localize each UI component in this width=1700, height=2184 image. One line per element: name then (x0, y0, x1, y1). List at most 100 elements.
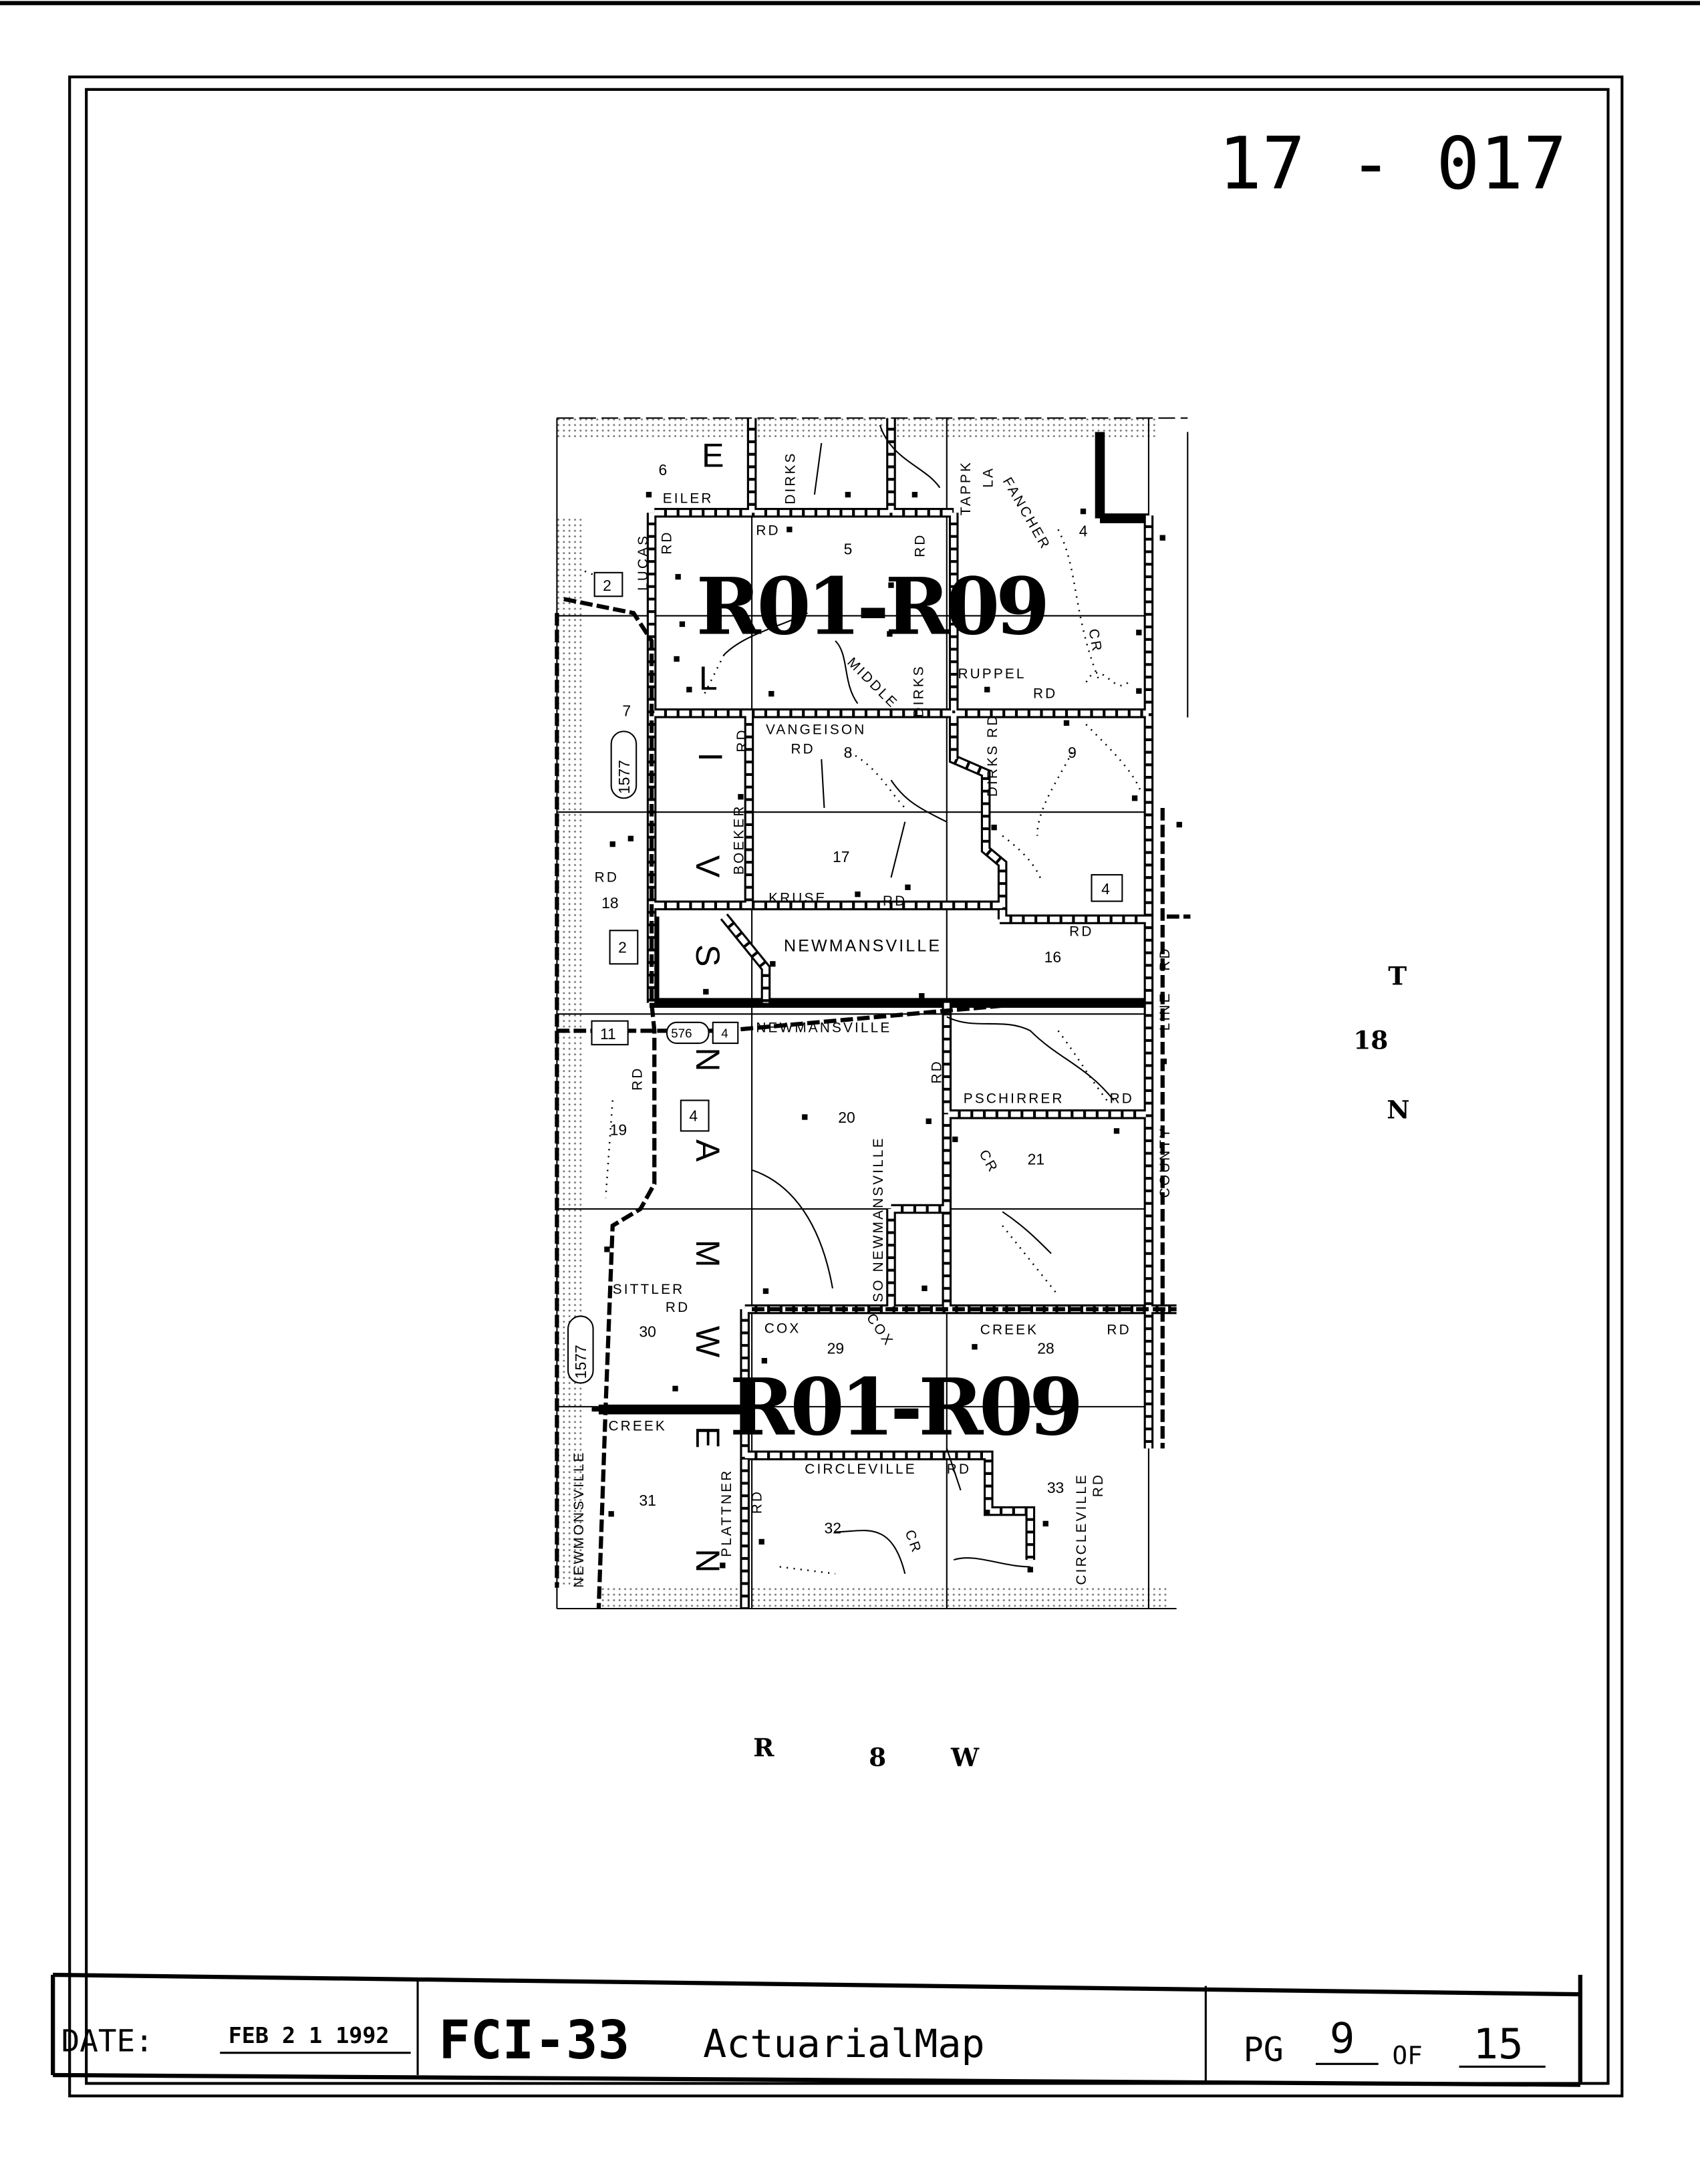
section-8: 8 (844, 744, 853, 761)
township-letter: E (689, 1426, 726, 1448)
section-9: 9 (1068, 744, 1077, 761)
label-rd: RD (595, 869, 619, 885)
section-16: 16 (1044, 948, 1061, 966)
date-value: FEB 2 1 1992 (229, 2022, 390, 2048)
label-newmonsville: NEWMONSVILLE (571, 1450, 587, 1587)
label-rd: RD (734, 728, 750, 752)
section-29: 29 (827, 1340, 844, 1357)
range-dir: W (950, 1742, 980, 1772)
township-name: E L I V S N A M W E N (689, 436, 729, 1573)
section-28: 28 (1037, 1340, 1054, 1357)
rating-label-top: R01-R09 (696, 561, 1046, 653)
label-rd: RD (1033, 686, 1057, 701)
route-2-shield: 2 (618, 939, 627, 956)
form-title: ActuarialMap (703, 2021, 984, 2066)
label-rd: RD (756, 523, 780, 539)
label-cox: COX (764, 1321, 801, 1336)
route-4-shield: 4 (1101, 880, 1110, 898)
township-letter: N (689, 1047, 726, 1071)
outer-border (68, 76, 1624, 2098)
section-30: 30 (639, 1323, 656, 1341)
township-number: 18 (1353, 1025, 1388, 1055)
route-2-shield: 2 (603, 577, 611, 594)
label-dirks: DIRKS (911, 664, 926, 717)
label-sittler: SITTLER (613, 1282, 685, 1297)
range-r: R (753, 1733, 774, 1762)
label-rd: RD (791, 742, 815, 757)
label-ruppel: RUPPEL (958, 666, 1026, 682)
route-11-shield: 11 (600, 1025, 616, 1043)
label-plattner: PLATTNER (719, 1469, 734, 1557)
road-labels: EILER DIRKS TAPPK LA FANCHER RD LUCAS RD… (571, 451, 1173, 1587)
label-rd: RD (1091, 1473, 1106, 1497)
label-rd: RD (929, 1059, 944, 1083)
label-rd: RD (1110, 1091, 1134, 1107)
label-county: COUNTY (1157, 1127, 1173, 1198)
label-rd: RD (912, 533, 928, 557)
section-31: 31 (639, 1492, 656, 1509)
building-markers (604, 491, 1182, 1573)
township-letter: S (689, 944, 726, 966)
label-rd: RD (666, 1300, 690, 1315)
section-20: 20 (838, 1109, 855, 1126)
label-rd: RD (750, 1490, 765, 1514)
of-label: OF (1393, 2040, 1423, 2070)
section-17: 17 (833, 848, 849, 865)
range-number: 8 (869, 1742, 886, 1772)
township-letter: M (689, 1240, 726, 1268)
section-32: 32 (824, 1519, 841, 1536)
section-18: 18 (601, 894, 618, 912)
label-pschirrer: PSCHIRRER (964, 1091, 1065, 1107)
label-line: LINE (1157, 992, 1173, 1031)
label-rd: RD (659, 530, 674, 554)
label-vangeison: VANGEISON (766, 722, 866, 738)
section-numbers: 6 5 4 7 8 9 18 17 16 19 20 21 30 29 28 3… (601, 461, 1088, 1536)
roads (555, 417, 1191, 1609)
section-5: 5 (844, 541, 853, 558)
label-circleville: CIRCLEVILLE (805, 1462, 917, 1477)
township-letter: W (689, 1326, 726, 1358)
label-boeker: BOEKER (732, 804, 747, 875)
township-letter: E (702, 436, 724, 474)
township-letter: V (689, 855, 726, 878)
section-6: 6 (659, 461, 668, 479)
section-33: 33 (1047, 1479, 1064, 1496)
township-letter: I (692, 753, 729, 762)
route-576-shield: 576 (671, 1027, 692, 1041)
township-t: T (1388, 962, 1407, 991)
label-rd: RD (630, 1067, 646, 1091)
label-tappk: TAPPK (958, 460, 974, 515)
label-creek: CREEK (980, 1323, 1038, 1338)
route-shields: 2 2 4 4 11 576 4 1577 1577 (567, 571, 1123, 1384)
actuarial-map: 6 5 4 7 8 9 18 17 16 19 20 21 30 29 28 3… (554, 415, 1191, 1611)
township-letter: L (699, 660, 718, 697)
label-so-newmansville: SO NEWMANSVILLE (871, 1136, 886, 1302)
section-19: 19 (610, 1121, 627, 1139)
title-block: DATE: FEB 2 1 1992 FCI-33 ActuarialMap P… (51, 1972, 1582, 2087)
date-label: DATE: (61, 2023, 154, 2059)
route-4-shield: 4 (689, 1107, 698, 1125)
label-kruse: KRUSE (768, 891, 827, 906)
label-rd: RD (1069, 924, 1093, 940)
label-rd: RD (883, 894, 907, 909)
label-rd: RD (1157, 946, 1173, 970)
document-number: 17 - 017 (1218, 121, 1567, 206)
route-4-shield: 4 (721, 1027, 728, 1041)
label-eiler: EILER (663, 491, 714, 507)
township-letter: N (689, 1548, 726, 1573)
stipple-border (557, 418, 1156, 438)
section-4: 4 (1079, 523, 1088, 540)
section-7: 7 (622, 702, 631, 719)
label-rd: RD (1107, 1323, 1131, 1338)
label-newmansville-rd: NEWMANSVILLE (756, 1020, 891, 1035)
section-21: 21 (1028, 1150, 1044, 1168)
label-lucas: LUCAS (635, 534, 651, 591)
route-1577-shield: 1577 (572, 1345, 589, 1379)
rating-label-bottom: R01-R09 (730, 1361, 1079, 1454)
route-1577-shield: 1577 (615, 760, 633, 794)
page-total: 15 (1473, 2020, 1523, 2068)
label-creek: CREEK (609, 1418, 667, 1434)
label-newmansville-town: NEWMANSVILLE (784, 937, 942, 956)
inner-border (85, 88, 1610, 2085)
